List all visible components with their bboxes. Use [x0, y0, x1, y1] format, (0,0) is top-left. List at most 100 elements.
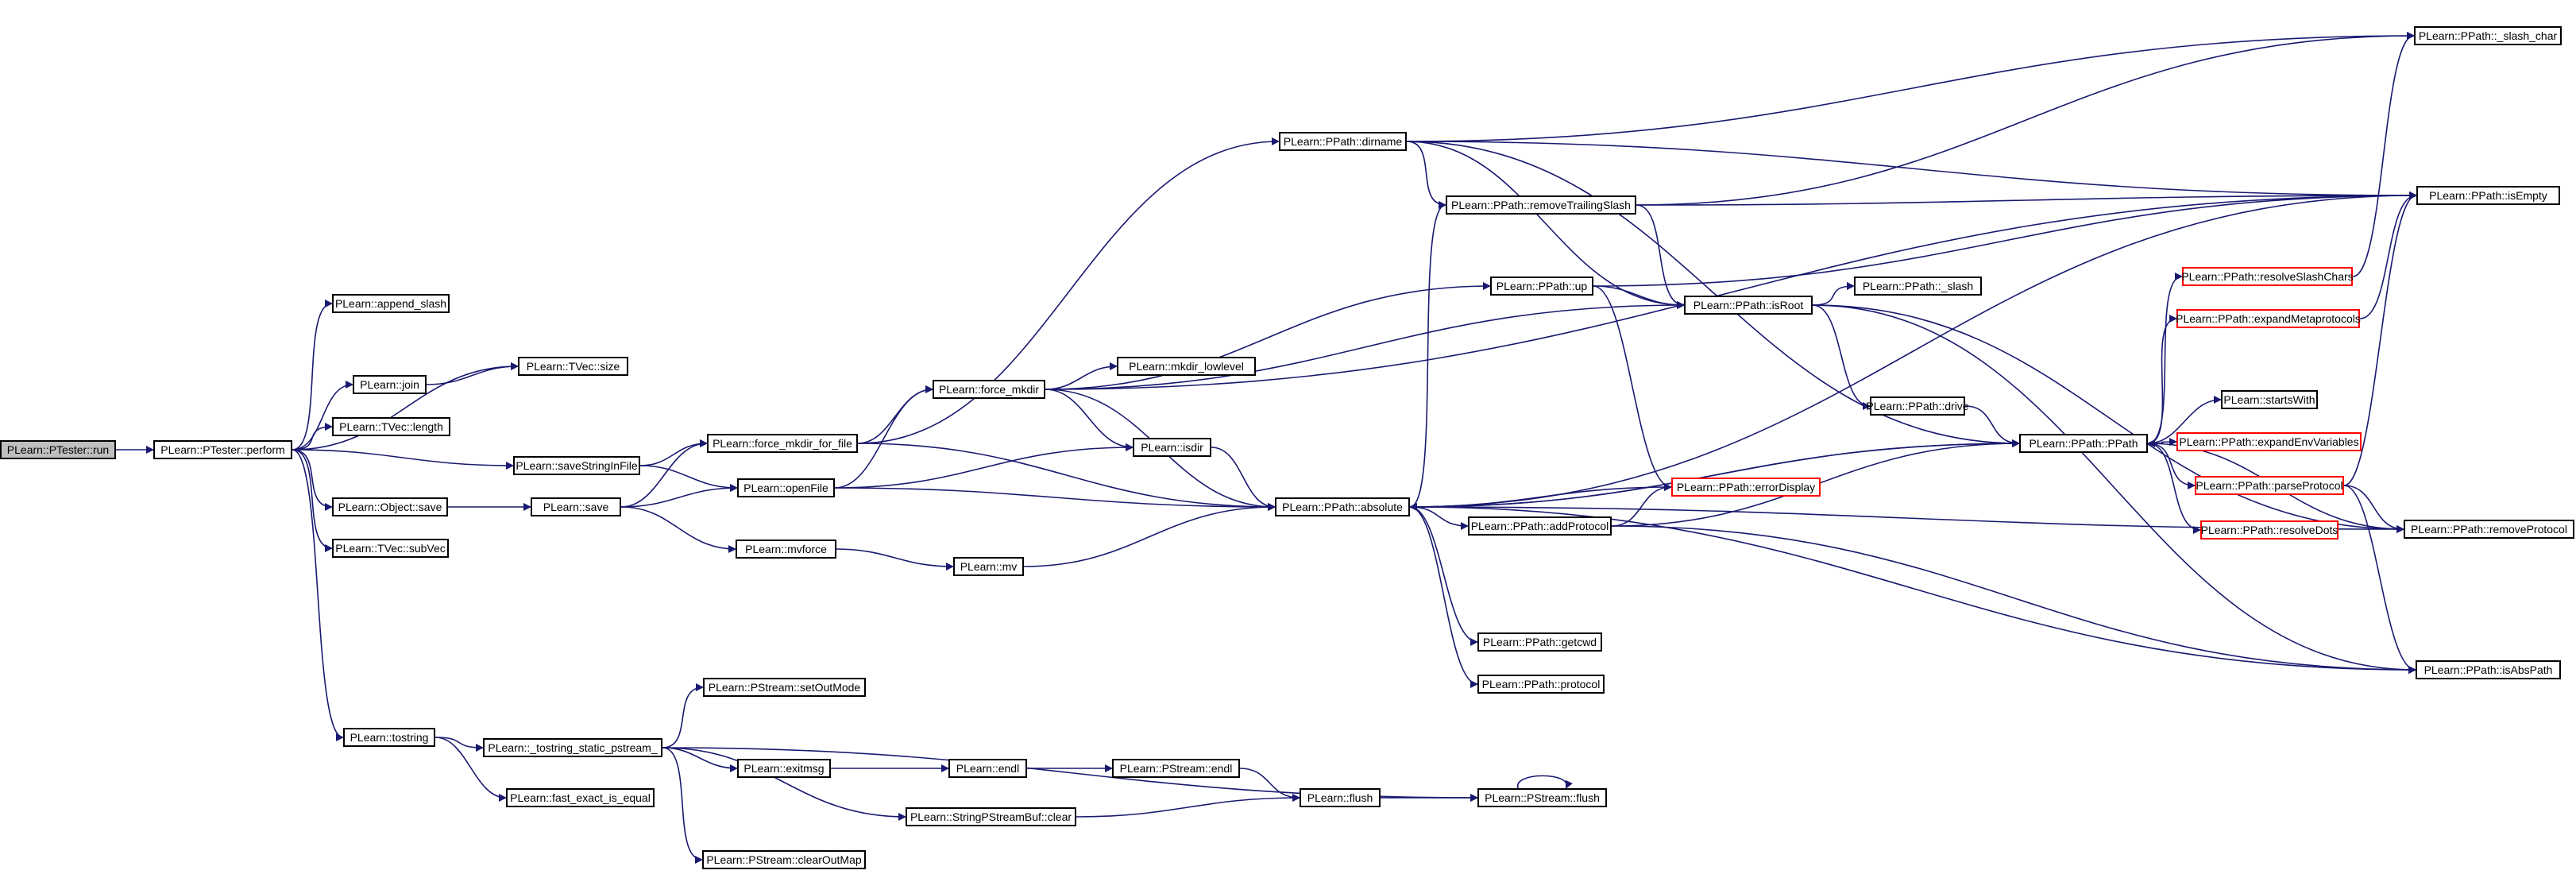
node-tostring[interactable]: PLearn::tostring: [343, 728, 435, 747]
node-perform[interactable]: PLearn::PTester::perform: [153, 440, 292, 459]
node-isEmpty[interactable]: PLearn::PPath::isEmpty: [2416, 186, 2560, 205]
node-label: PLearn::PPath::isAbsPath: [2424, 663, 2553, 676]
edge-perform-to-tvec-subvec: [292, 449, 333, 552]
node-tvec-size[interactable]: PLearn::TVec::size: [518, 357, 628, 376]
edge-line: [836, 548, 954, 571]
edge-line: [2147, 396, 2222, 444]
node-tvec-subvec[interactable]: PLearn::TVec::subVec: [332, 539, 449, 558]
edge-line: [292, 449, 333, 511]
node-force-mkdir[interactable]: PLearn::force_mkdir: [933, 380, 1045, 399]
node-label: PLearn::PPath::removeTrailingSlash: [1451, 199, 1631, 211]
node-box: [2200, 520, 2338, 540]
edge-line: [1076, 794, 1300, 818]
node-flush[interactable]: PLearn::flush: [1300, 788, 1381, 807]
node-removeTrailingSlash[interactable]: PLearn::PPath::removeTrailingSlash: [1446, 195, 1636, 215]
edge-drive-to-ppath: [1964, 405, 2020, 447]
node-slash[interactable]: PLearn::PPath::_slash: [1854, 277, 1982, 296]
node-pstream-flush[interactable]: PLearn::PStream::flush: [1477, 788, 1607, 807]
edge-line: [1964, 405, 2020, 447]
node-expandMetaprotocols[interactable]: PLearn::PPath::expandMetaprotocols: [2176, 309, 2361, 328]
node-slash-char[interactable]: PLearn::PPath::_slash_char: [2414, 26, 2562, 45]
node-absolute[interactable]: PLearn::PPath::absolute: [1275, 497, 1410, 516]
node-drive[interactable]: PLearn::PPath::drive: [1866, 396, 1969, 416]
edge-dirname-to-ppath: [1406, 141, 2020, 447]
edge-isdir-to-absolute: [1211, 447, 1276, 511]
edge-line: [639, 465, 738, 492]
edge-line: [292, 449, 333, 552]
node-clearOutMap[interactable]: PLearn::PStream::clearOutMap: [702, 850, 866, 869]
edge-pstream-flush-to-pstream-flush: [1516, 775, 1573, 790]
node-box: [1671, 478, 1821, 497]
node-exitmsg[interactable]: PLearn::exitmsg: [737, 759, 831, 778]
node-isdir[interactable]: PLearn::isdir: [1133, 438, 1211, 457]
node-label: PLearn::isdir: [1141, 441, 1203, 454]
node-fast-exact[interactable]: PLearn::fast_exact_is_equal: [506, 788, 655, 807]
edge-openFile-to-force-mkdir: [834, 385, 933, 489]
edges-layer: [115, 32, 2417, 864]
node-protocol[interactable]: PLearn::PPath::protocol: [1477, 675, 1605, 694]
node-saveStringInFile[interactable]: PLearn::saveStringInFile: [513, 456, 640, 475]
edge-line: [426, 362, 519, 385]
edge-line: [292, 362, 519, 451]
node-mkdir-lowlevel[interactable]: PLearn::mkdir_lowlevel: [1117, 357, 1256, 376]
edge-tostring-to-tsp: [434, 737, 484, 752]
node-errorDisplay[interactable]: PLearn::PPath::errorDisplay: [1671, 478, 1821, 497]
edge-line: [1812, 304, 2416, 674]
node-join[interactable]: PLearn::join: [353, 375, 427, 394]
node-box: [703, 678, 866, 697]
node-expandEnvVariables[interactable]: PLearn::PPath::expandEnvVariables: [2176, 432, 2362, 451]
edge-line: [1023, 503, 1276, 567]
node-mv[interactable]: PLearn::mv: [953, 557, 1024, 576]
edge-line: [2147, 443, 2201, 534]
node-tsp[interactable]: PLearn::_tostring_static_pstream_: [483, 738, 662, 757]
node-up[interactable]: PLearn::PPath::up: [1490, 277, 1593, 296]
node-object-save[interactable]: PLearn::Object::save: [332, 497, 448, 516]
node-pstream-endl[interactable]: PLearn::PStream::endl: [1112, 759, 1240, 778]
node-spsb-clear[interactable]: PLearn::StringPStreamBuf::clear: [906, 807, 1076, 826]
node-box: [1300, 788, 1381, 807]
node-save[interactable]: PLearn::save: [531, 497, 621, 516]
edge-fmff-to-force-mkdir: [857, 385, 933, 444]
node-addProtocol[interactable]: PLearn::PPath::addProtocol: [1468, 516, 1612, 536]
edge-perform-to-tvec-size: [292, 362, 519, 451]
edge-isRoot-to-removeProtocol: [1812, 304, 2404, 533]
edge-line: [1239, 768, 1300, 802]
node-tvec-length[interactable]: PLearn::TVec::length: [332, 417, 450, 436]
node-box: [2176, 432, 2362, 451]
edge-line: [2147, 315, 2177, 444]
edge-addProtocol-to-isAbsPath: [1611, 525, 2416, 674]
edge-line: [1045, 191, 2417, 390]
node-removeProtocol[interactable]: PLearn::PPath::removeProtocol: [2404, 520, 2574, 539]
node-run[interactable]: PLearn::PTester::run: [0, 440, 116, 459]
edge-isRoot-to-isAbsPath: [1812, 304, 2416, 674]
node-label: PLearn::PPath::isRoot: [1694, 299, 1804, 311]
edge-spsb-clear-to-flush: [1076, 794, 1300, 818]
node-getcwd[interactable]: PLearn::PPath::getcwd: [1477, 632, 1602, 652]
edge-fmff-to-dirname: [857, 137, 1280, 444]
node-resolveSlashChars[interactable]: PLearn::PPath::resolveSlashChars: [2181, 267, 2354, 286]
edge-parseProtocol-to-isEmpty: [2343, 191, 2417, 486]
node-setOutMode[interactable]: PLearn::PStream::setOutMode: [703, 678, 866, 697]
edge-line: [1406, 141, 1685, 309]
node-parseProtocol[interactable]: PLearn::PPath::parseProtocol: [2195, 476, 2344, 495]
node-append-slash[interactable]: PLearn::append_slash: [332, 294, 450, 313]
edge-pstream-endl-to-flush: [1239, 768, 1300, 802]
node-startsWith[interactable]: PLearn::startsWith: [2221, 390, 2318, 409]
edge-ppath-to-expandMetaprotocols: [2147, 315, 2177, 444]
node-isAbsPath[interactable]: PLearn::PPath::isAbsPath: [2416, 660, 2561, 679]
node-ppath[interactable]: PLearn::PPath::PPath: [2019, 434, 2148, 453]
edge-line: [434, 737, 507, 802]
node-resolveDots[interactable]: PLearn::PPath::resolveDots: [2200, 520, 2338, 540]
edge-line: [1406, 141, 1446, 209]
node-dirname[interactable]: PLearn::PPath::dirname: [1279, 132, 1407, 151]
node-isRoot[interactable]: PLearn::PPath::isRoot: [1684, 296, 1813, 315]
node-box: [332, 294, 450, 313]
node-endl[interactable]: PLearn::endl: [948, 759, 1027, 778]
edge-mv-to-absolute: [1023, 503, 1276, 567]
node-fmff[interactable]: PLearn::force_mkdir_for_file: [707, 434, 858, 453]
node-mvforce[interactable]: PLearn::mvforce: [736, 540, 836, 559]
node-openFile[interactable]: PLearn::openFile: [737, 478, 835, 497]
node-label: PLearn::TVec::subVec: [335, 542, 446, 555]
edge-fmff-to-absolute: [857, 443, 1276, 511]
edge-force-mkdir-to-up: [1045, 282, 1491, 390]
